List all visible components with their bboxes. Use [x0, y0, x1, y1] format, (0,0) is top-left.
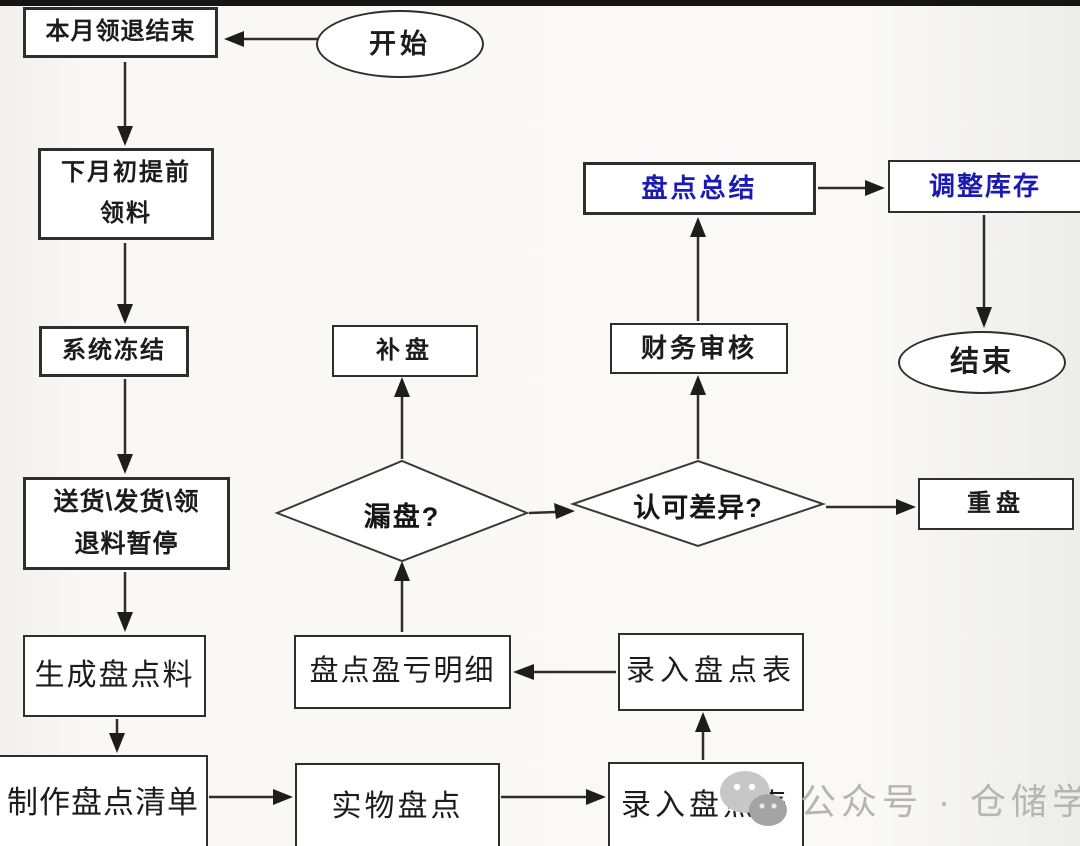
arrow-missed-count-to-supplement: [394, 377, 410, 459]
node-supplement-count: 补盘: [332, 325, 478, 377]
node-count-summary: 盘点总结: [583, 162, 816, 215]
node-accept-difference: 认可差异?: [598, 486, 798, 524]
node-pause-line2: 退料暂停: [74, 529, 179, 558]
node-supplement-count-label: 补盘: [376, 336, 434, 364]
node-recount: 重盘: [918, 478, 1074, 530]
arrow-entry-bottom-to-entry-top: [695, 712, 711, 760]
node-end: 结束: [898, 331, 1066, 394]
node-entry-sheet-top-label: 录入盘点表: [625, 655, 796, 688]
node-profit-loss-detail: 盘点盈亏明细: [294, 635, 511, 709]
node-system-freeze: 系统冻结: [39, 326, 189, 377]
node-pause-line1: 送货\发货\领: [53, 488, 200, 517]
node-next-month-line2: 领料: [100, 200, 152, 227]
arrow-profit-loss-to-missed-count: [394, 561, 410, 632]
node-finance-audit-label: 财务审核: [640, 332, 757, 363]
node-finance-audit: 财务审核: [610, 323, 788, 374]
arrow-finance-to-summary: [690, 217, 706, 321]
node-physical-count-label: 实物盘点: [331, 789, 464, 823]
node-recount-label: 重盘: [967, 489, 1025, 517]
watermark-text: 公众号 · 仓储学习: [800, 781, 1080, 822]
node-entry-sheet-top: 录入盘点表: [618, 633, 804, 711]
arrow-system-freeze-to-pause: [117, 379, 133, 474]
arrow-generate-list-to-make-checklist: [109, 719, 125, 753]
diamond-accept-difference-shape: [569, 459, 827, 548]
node-adjust-inventory-label: 调整库存: [928, 170, 1041, 201]
node-physical-count: 实物盘点: [295, 763, 500, 846]
node-profit-loss-detail-label: 盘点盈亏明细: [309, 655, 496, 688]
arrow-pause-to-generate-list: [117, 572, 133, 632]
top-black-bar: [0, 0, 1080, 6]
node-generate-list: 生成盘点料: [23, 635, 206, 717]
arrow-summary-to-adjust: [818, 180, 885, 196]
arrow-adjust-to-end: [976, 215, 992, 328]
node-end-label: 结束: [949, 345, 1014, 378]
node-make-checklist-label: 制作盘点清单: [7, 785, 199, 821]
node-month-end-label: 本月领退结束: [45, 18, 196, 46]
node-start-label: 开始: [369, 28, 431, 59]
node-pause: 送货\发货\领 退料暂停: [23, 477, 230, 570]
node-start: 开始: [316, 10, 484, 78]
arrow-accept-difference-to-finance: [690, 375, 706, 459]
node-missed-count: 漏盘?: [322, 495, 482, 533]
node-missed-count-label: 漏盘?: [363, 501, 441, 532]
node-month-end: 本月领退结束: [23, 7, 218, 58]
watermark: 公众号 · 仓储学习: [716, 768, 1080, 830]
diamond-missed-count-shape: [274, 459, 530, 563]
node-accept-difference-label: 认可差异?: [633, 492, 763, 523]
wechat-icon: [720, 771, 787, 826]
node-adjust-inventory: 调整库存: [888, 160, 1080, 213]
node-next-month: 下月初提前 领料: [38, 148, 214, 240]
arrow-entry-top-to-profit-loss: [513, 664, 616, 680]
arrow-accept-difference-to-recount: [826, 499, 916, 515]
arrow-start-to-month-end: [224, 31, 318, 47]
node-count-summary-label: 盘点总结: [641, 172, 758, 203]
arrow-missed-count-to-accept-difference: [528, 503, 575, 519]
arrow-physical-count-to-entry-bottom: [501, 789, 606, 805]
node-system-freeze-label: 系统冻结: [62, 337, 166, 365]
arrow-next-month-to-system-freeze: [117, 243, 133, 324]
node-generate-list-label: 生成盘点料: [34, 658, 195, 692]
arrow-month-end-to-next-month: [117, 62, 133, 146]
node-next-month-line1: 下月初提前: [61, 159, 191, 187]
node-entry-sheet-bottom: 录入盘点表: [608, 762, 804, 846]
node-make-checklist: 制作盘点清单: [0, 755, 208, 846]
arrow-make-checklist-to-physical-count: [209, 789, 293, 805]
